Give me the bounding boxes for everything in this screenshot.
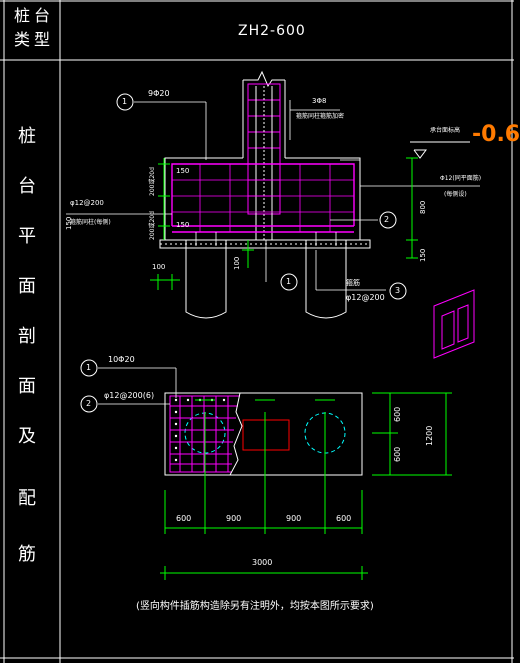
header-label-top: 桩台 bbox=[14, 6, 55, 25]
elevation-value: -0.6 bbox=[472, 122, 520, 147]
footer-note: (竖向构件插筋构造除另有注明外，均按本图所示要求) bbox=[136, 601, 374, 612]
side-char-1: 桩 bbox=[18, 126, 36, 147]
elevation-label: 承台面标高 bbox=[430, 127, 461, 134]
callout-1-text: 9Φ20 bbox=[148, 89, 170, 98]
left-rebar-note: φ12@200 bbox=[70, 199, 104, 207]
plan-dim-v-1: 600 bbox=[393, 406, 402, 422]
side-char-7: 及 bbox=[18, 426, 36, 447]
piles bbox=[185, 240, 347, 319]
callout-1-num: 1 bbox=[122, 97, 128, 106]
plan-column bbox=[242, 419, 290, 451]
plan-dim-h-3: 900 bbox=[286, 514, 302, 523]
plan-dims-h bbox=[160, 399, 368, 580]
plan-callout-1-text: 10Φ20 bbox=[108, 355, 135, 364]
plan-dims-v bbox=[372, 392, 452, 476]
top-note-2: 箍筋同柱箍筋加密 bbox=[296, 113, 345, 120]
plan-dim-h-2: 900 bbox=[226, 514, 242, 523]
dim-100-a: 100 bbox=[152, 263, 166, 271]
side-char-9: 筋 bbox=[18, 544, 36, 565]
side-char-2: 台 bbox=[18, 176, 36, 197]
isometric-sketch bbox=[433, 289, 475, 359]
plan-dim-v-2: 600 bbox=[393, 446, 402, 462]
plan-cap-outline bbox=[164, 392, 363, 476]
elevation-marker bbox=[410, 141, 470, 159]
right-rebar-sub: (每侧设) bbox=[444, 191, 467, 198]
side-char-6: 面 bbox=[18, 376, 36, 397]
callout-2-num: 2 bbox=[384, 215, 390, 224]
left-rebar-sub: 箍筋同柱(每侧) bbox=[70, 219, 111, 226]
dim-150-b: 150 bbox=[176, 221, 190, 229]
plan-dim-total: 3000 bbox=[252, 558, 273, 567]
side-char-3: 平 bbox=[18, 226, 36, 247]
column-bars bbox=[255, 86, 273, 240]
side-char-4: 面 bbox=[18, 276, 36, 297]
header-label-bottom: 类型 bbox=[14, 30, 55, 49]
callout-3-text: φ12@200 bbox=[346, 293, 385, 302]
cushion-layer bbox=[159, 239, 371, 249]
section-leaders bbox=[66, 100, 480, 291]
dim-150-a: 150 bbox=[176, 167, 190, 175]
plan-leaders bbox=[98, 367, 177, 405]
side-char-8: 配 bbox=[18, 488, 36, 509]
side-char-5: 剖 bbox=[18, 326, 36, 347]
plan-callout-2-text: φ12@200(6) bbox=[104, 391, 155, 400]
plan-rebar-dots bbox=[174, 398, 226, 462]
plan-callout-1-num: 1 bbox=[86, 363, 92, 372]
plan-dim-h-4: 600 bbox=[336, 514, 352, 523]
callout-3-num: 3 bbox=[395, 286, 401, 295]
plan-rebar bbox=[169, 395, 240, 473]
lashing-label: 箍筋 bbox=[346, 279, 360, 287]
column bbox=[242, 70, 286, 158]
top-note-1: 3Φ8 bbox=[312, 97, 327, 105]
plan-callout-2-num: 2 bbox=[86, 399, 92, 408]
cap-rebar bbox=[171, 163, 355, 233]
plan-break-line bbox=[229, 392, 243, 476]
plan-dim-v-total: 1200 bbox=[425, 425, 434, 446]
section-dims bbox=[150, 157, 418, 290]
plan-dim-h-1: 600 bbox=[176, 514, 192, 523]
right-rebar-note: Φ12(同平面筋) bbox=[440, 175, 482, 182]
callout-1b-num: 1 bbox=[286, 277, 292, 286]
section-callout-circles bbox=[116, 93, 407, 300]
pile-bars bbox=[195, 232, 337, 246]
plan-callout-circles bbox=[80, 359, 98, 413]
type-value: ZH2-600 bbox=[238, 23, 306, 39]
